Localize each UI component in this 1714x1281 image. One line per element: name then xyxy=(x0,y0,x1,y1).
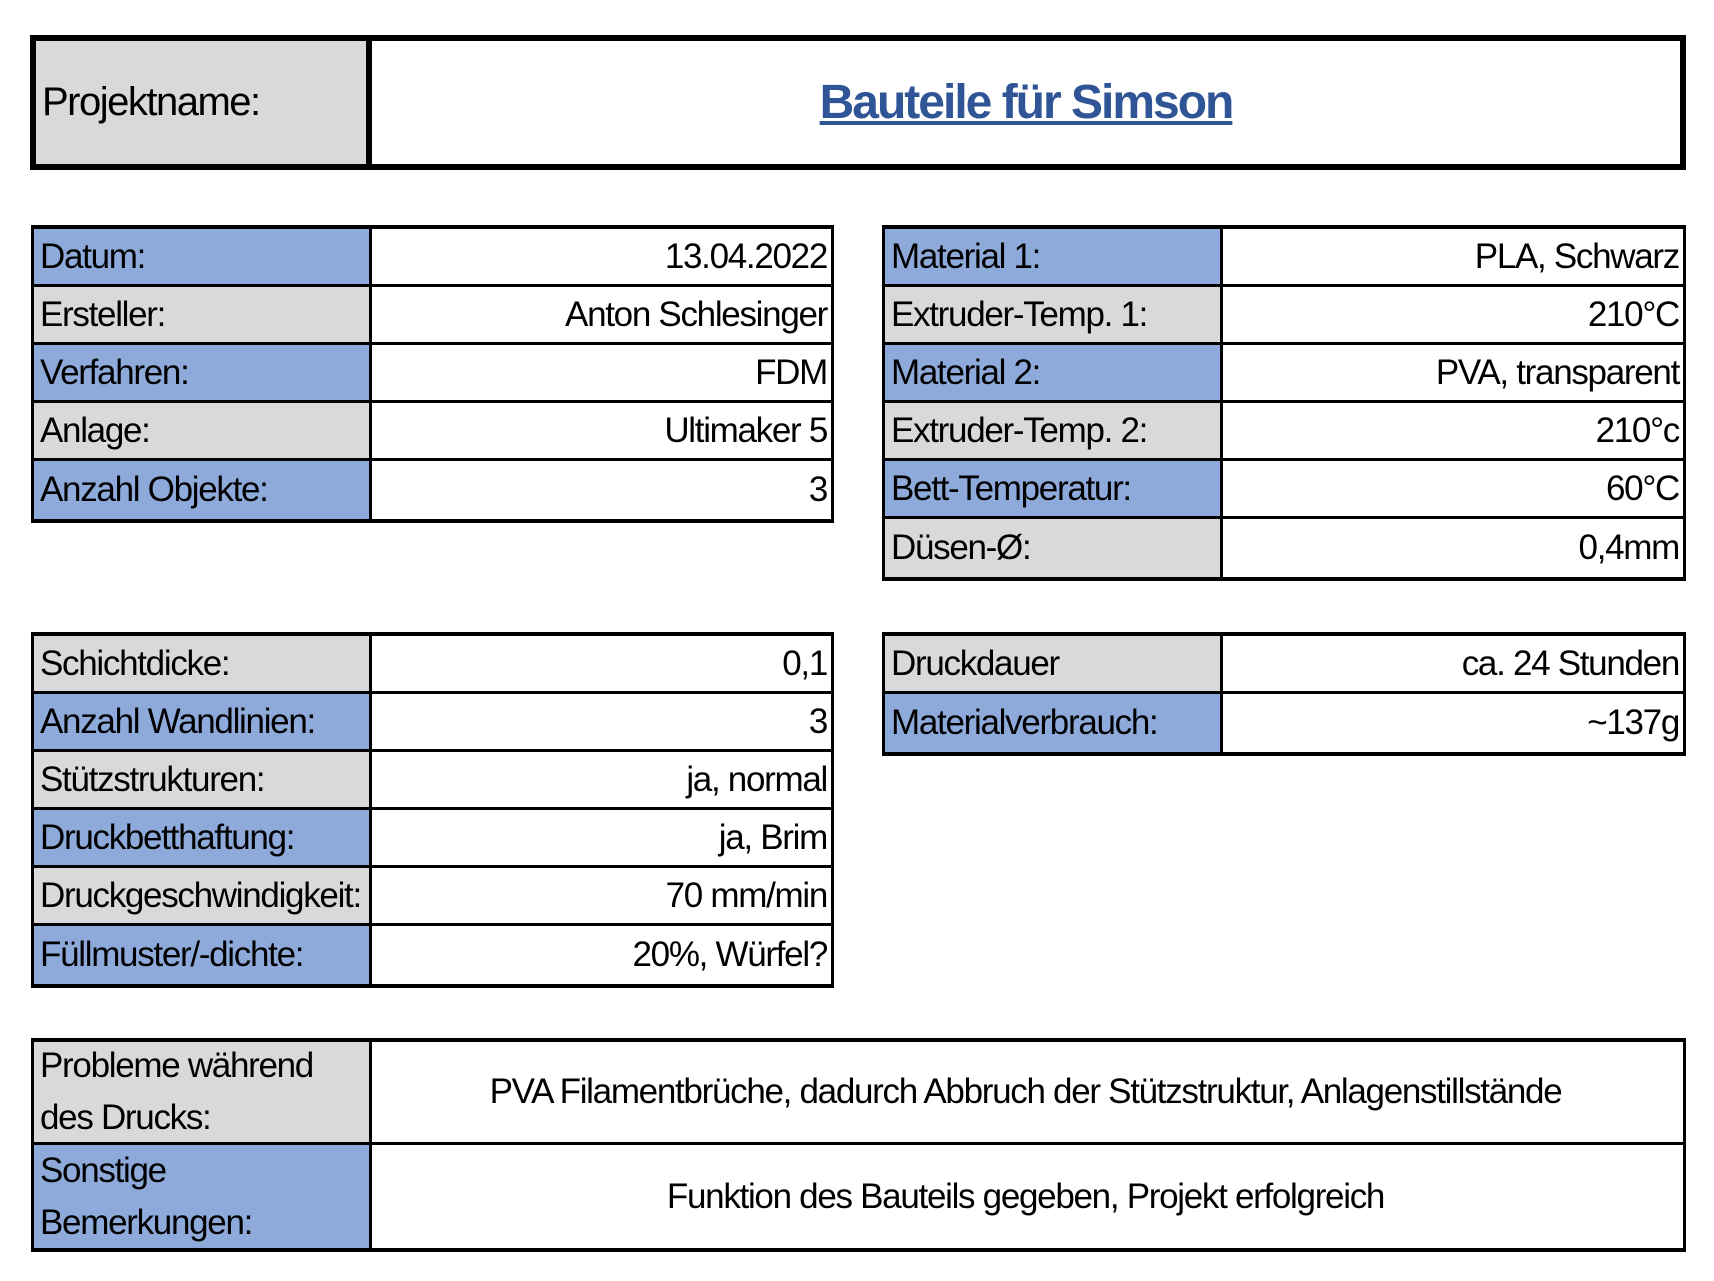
row-label: Druckgeschwindigkeit: xyxy=(34,868,372,923)
table-row: Schichtdicke:0,1 xyxy=(34,636,831,694)
row-label: Sonstige Bemerkungen: xyxy=(34,1145,372,1248)
row-value[interactable]: 0,4mm xyxy=(1223,519,1683,577)
table-row: Anzahl Objekte:3 xyxy=(34,461,831,519)
row-label: Ersteller: xyxy=(34,287,372,342)
row-label: Probleme während des Drucks: xyxy=(34,1042,372,1142)
row-value[interactable]: 60°C xyxy=(1223,461,1683,516)
row-label: Materialverbrauch: xyxy=(885,694,1223,752)
table-row: Extruder-Temp. 2:210°c xyxy=(885,403,1683,461)
table-row: Datum:13.04.2022 xyxy=(34,229,831,287)
row-label: Datum: xyxy=(34,229,372,284)
row-value[interactable]: Funktion des Bauteils gegeben, Projekt e… xyxy=(372,1145,1683,1248)
row-label: Bett-Temperatur: xyxy=(885,461,1223,516)
table-row: Anlage:Ultimaker 5 xyxy=(34,403,831,461)
row-label: Anlage: xyxy=(34,403,372,458)
table-row: Material 1:PLA, Schwarz xyxy=(885,229,1683,287)
row-value[interactable]: ~137g xyxy=(1223,694,1683,752)
row-value[interactable]: 20%, Würfel? xyxy=(372,926,831,984)
row-label: Schichtdicke: xyxy=(34,636,372,691)
row-value[interactable]: PVA Filamentbrüche, dadurch Abbruch der … xyxy=(372,1042,1683,1142)
row-label: Extruder-Temp. 2: xyxy=(885,403,1223,458)
row-value[interactable]: ca. 24 Stunden xyxy=(1223,636,1683,691)
row-label: Druckbetthaftung: xyxy=(34,810,372,865)
table-row: Sonstige Bemerkungen:Funktion des Bautei… xyxy=(34,1145,1683,1248)
table-row: Druckgeschwindigkeit:70 mm/min xyxy=(34,868,831,926)
project-name-link[interactable]: Bauteile für Simson xyxy=(819,76,1235,129)
row-value[interactable]: 210°c xyxy=(1223,403,1683,458)
row-label: Extruder-Temp. 1: xyxy=(885,287,1223,342)
table-row: Anzahl Wandlinien:3 xyxy=(34,694,831,752)
table-row: Material 2:PVA, transparent xyxy=(885,345,1683,403)
row-value[interactable]: ja, Brim xyxy=(372,810,831,865)
table-row: Verfahren:FDM xyxy=(34,345,831,403)
row-label: Stützstrukturen: xyxy=(34,752,372,807)
row-label: Füllmuster/-dichte: xyxy=(34,926,372,984)
row-value[interactable]: 0,1 xyxy=(372,636,831,691)
row-value[interactable]: ja, normal xyxy=(372,752,831,807)
row-value[interactable]: 70 mm/min xyxy=(372,868,831,923)
row-value[interactable]: PLA, Schwarz xyxy=(1223,229,1683,284)
table-row: Düsen-Ø:0,4mm xyxy=(885,519,1683,577)
row-label: Verfahren: xyxy=(34,345,372,400)
table-row: Bett-Temperatur:60°C xyxy=(885,461,1683,519)
row-label: Material 2: xyxy=(885,345,1223,400)
table-row: Ersteller:Anton Schlesinger xyxy=(34,287,831,345)
row-label: Düsen-Ø: xyxy=(885,519,1223,577)
row-value[interactable]: FDM xyxy=(372,345,831,400)
row-value[interactable]: 13.04.2022 xyxy=(372,229,831,284)
project-header: Projektname: Bauteile für Simson xyxy=(30,35,1686,170)
table-row: Extruder-Temp. 1:210°C xyxy=(885,287,1683,345)
project-name-cell: Bauteile für Simson xyxy=(372,41,1680,164)
row-value[interactable]: 210°C xyxy=(1223,287,1683,342)
project-name-label: Projektname: xyxy=(36,41,372,164)
table-row: Stützstrukturen:ja, normal xyxy=(34,752,831,810)
row-value[interactable]: Anton Schlesinger xyxy=(372,287,831,342)
row-label: Anzahl Wandlinien: xyxy=(34,694,372,749)
table-row: Probleme während des Drucks:PVA Filament… xyxy=(34,1042,1683,1145)
row-value[interactable]: PVA, transparent xyxy=(1223,345,1683,400)
row-value[interactable]: 3 xyxy=(372,461,831,519)
row-label: Material 1: xyxy=(885,229,1223,284)
row-value[interactable]: 3 xyxy=(372,694,831,749)
row-label: Anzahl Objekte: xyxy=(34,461,372,519)
remarks-table: Probleme während des Drucks:PVA Filament… xyxy=(31,1038,1686,1252)
row-label: Druckdauer xyxy=(885,636,1223,691)
table-row: Füllmuster/-dichte:20%, Würfel? xyxy=(34,926,831,984)
table-row: Materialverbrauch:~137g xyxy=(885,694,1683,752)
row-value[interactable]: Ultimaker 5 xyxy=(372,403,831,458)
table-row: Druckbetthaftung:ja, Brim xyxy=(34,810,831,868)
